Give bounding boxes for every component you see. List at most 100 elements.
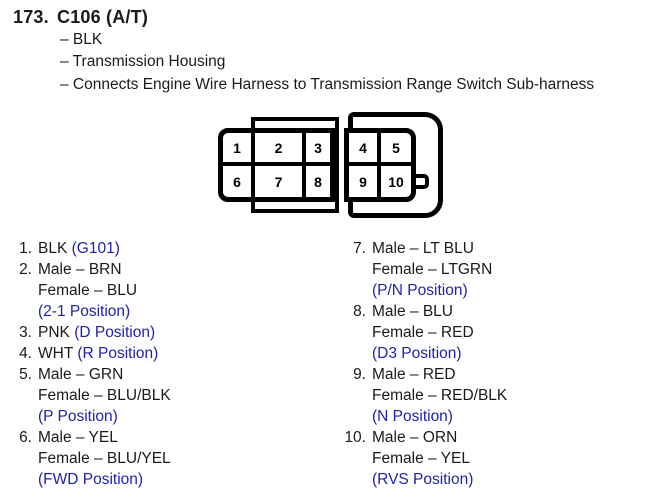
pin-cavity-5: 5	[381, 133, 411, 166]
pin-number: 8.	[353, 303, 366, 320]
wire-text: Male – LT BLU	[372, 240, 474, 257]
pin-line: Male – YEL	[38, 427, 171, 448]
pin-description: Male – BLU Female – RED (D3 Position)	[372, 301, 474, 364]
pin-line: Female – RED/BLK	[372, 385, 507, 406]
position-text: (P/N Position)	[372, 282, 468, 299]
pin-list-item-10: 10. Male – ORN Female – YEL (RVS Positio…	[343, 427, 507, 490]
pin-line: BLK (G101)	[38, 238, 120, 259]
pin-line: (N Position)	[372, 406, 507, 427]
pin-cavity-6: 6	[223, 166, 255, 197]
pin-number: 7.	[353, 240, 366, 257]
pin-description: WHT (R Position)	[38, 343, 158, 364]
pin-line: Male – LT BLU	[372, 238, 492, 259]
left-pin-grid: 1 2 3 6 7 8	[223, 133, 330, 197]
wire-text: Female – BLU/BLK	[38, 387, 171, 404]
wire-text: BLK	[38, 240, 72, 257]
connector-right-section: 4 5 9 10	[344, 128, 416, 202]
note-location: – Transmission Housing	[60, 53, 226, 71]
pin-cavity-2: 2	[255, 133, 306, 166]
pin-number: 3.	[19, 324, 32, 341]
pin-line: (P Position)	[38, 406, 171, 427]
pin-line: Female – LTGRN	[372, 259, 492, 280]
pin-cavity-8: 8	[314, 173, 322, 190]
pin-line: Male – ORN	[372, 427, 473, 448]
wire-text: Male – BRN	[38, 261, 122, 278]
pin-line: Male – BLU	[372, 301, 474, 322]
position-text: (G101)	[71, 240, 120, 257]
pin-description: Male – GRN Female – BLU/BLK (P Position)	[38, 364, 171, 427]
pin-list-item-9: 9. Male – RED Female – RED/BLK (N Positi…	[343, 364, 507, 427]
position-text: (D Position)	[74, 324, 156, 341]
right-pin-grid: 4 5 9 10	[349, 133, 411, 197]
pin-list-item-3: 3. PNK (D Position)	[13, 322, 171, 343]
position-text: (2-1 Position)	[38, 303, 131, 320]
position-text: (R Position)	[77, 345, 159, 362]
wire-text: Male – RED	[372, 366, 456, 383]
pin-line: Female – BLU	[38, 280, 137, 301]
page-title: 173. C106 (A/T)	[13, 7, 148, 28]
position-text: (P Position)	[38, 408, 118, 425]
pin-description: PNK (D Position)	[38, 322, 155, 343]
wire-text: Male – GRN	[38, 366, 124, 383]
pin-list-right: 7. Male – LT BLU Female – LTGRN (P/N Pos…	[343, 238, 507, 490]
pin-cavity-10: 10	[388, 173, 404, 190]
pin-description: Male – YEL Female – BLU/YEL (FWD Positio…	[38, 427, 171, 490]
wire-text: Female – BLU/YEL	[38, 450, 171, 467]
pin-line: Female – BLU/YEL	[38, 448, 171, 469]
wire-text: Male – BLU	[372, 303, 453, 320]
connector-notes: – BLK – Transmission Housing – Connects …	[60, 29, 594, 96]
pin-number: 9.	[353, 366, 366, 383]
pin-list-item-7: 7. Male – LT BLU Female – LTGRN (P/N Pos…	[343, 238, 507, 301]
pin-cavity-1: 1	[223, 133, 255, 166]
wire-text: Female – BLU	[38, 282, 138, 299]
connector-left-section: 1 2 3 6 7 8	[218, 128, 335, 202]
pin-line: WHT (R Position)	[38, 343, 158, 364]
note-function: – Connects Engine Wire Harness to Transm…	[60, 75, 595, 93]
wire-text: Male – ORN	[372, 429, 458, 446]
pin-line: (RVS Position)	[372, 469, 473, 490]
pin-cavity-4: 4	[349, 133, 381, 166]
pin-line: Male – RED	[372, 364, 507, 385]
pin-line: (D3 Position)	[372, 343, 474, 364]
pin-line: Male – GRN	[38, 364, 171, 385]
wire-text: WHT	[38, 345, 78, 362]
pin-line: PNK (D Position)	[38, 322, 155, 343]
pin-number: 4.	[19, 345, 32, 362]
pin-description: Male – ORN Female – YEL (RVS Position)	[372, 427, 473, 490]
pin-list-item-5: 5. Male – GRN Female – BLU/BLK (P Positi…	[13, 364, 171, 427]
wire-text: Male – YEL	[38, 429, 118, 446]
wire-text: Female – RED/BLK	[372, 387, 508, 404]
pin-line: Female – YEL	[372, 448, 473, 469]
item-number: 173.	[13, 7, 49, 27]
pin-number: 10.	[344, 429, 366, 446]
pin-cavity-3: 3	[306, 133, 330, 166]
pin-number: 6.	[19, 429, 32, 446]
pin-cavity-9: 9	[349, 166, 381, 197]
position-text: (N Position)	[372, 408, 453, 425]
pin-list-item-2: 2. Male – BRN Female – BLU (2-1 Position…	[13, 259, 171, 322]
pin-line: (P/N Position)	[372, 280, 492, 301]
pin-line: (2-1 Position)	[38, 301, 137, 322]
wire-text: Female – RED	[372, 324, 474, 341]
pin-number: 1.	[19, 240, 32, 257]
pin-description: BLK (G101)	[38, 238, 120, 259]
pin-line: (FWD Position)	[38, 469, 171, 490]
pin-number: 2.	[19, 261, 32, 278]
pin-list-item-4: 4. WHT (R Position)	[13, 343, 171, 364]
pin-cavity-7: 7	[255, 166, 306, 197]
pin-number: 5.	[19, 366, 32, 383]
pin-list-left: 1. BLK (G101) 2. Male – BRN Female – BLU…	[13, 238, 171, 490]
pin-line: Female – RED	[372, 322, 474, 343]
pin-list-item-6: 6. Male – YEL Female – BLU/YEL (FWD Posi…	[13, 427, 171, 490]
pin-line: Female – BLU/BLK	[38, 385, 171, 406]
position-text: (D3 Position)	[372, 345, 462, 362]
position-text: (RVS Position)	[372, 471, 474, 488]
connector-diagram: 1 2 3 6 7 8 4 5 9 10	[200, 105, 455, 230]
pin-description: Male – BRN Female – BLU (2-1 Position)	[38, 259, 137, 322]
connector-id: C106 (A/T)	[57, 7, 149, 27]
note-color: – BLK	[60, 31, 103, 48]
pin-description: Male – LT BLU Female – LTGRN (P/N Positi…	[372, 238, 492, 301]
wire-text: Female – YEL	[372, 450, 470, 467]
pin-line: Male – BRN	[38, 259, 137, 280]
